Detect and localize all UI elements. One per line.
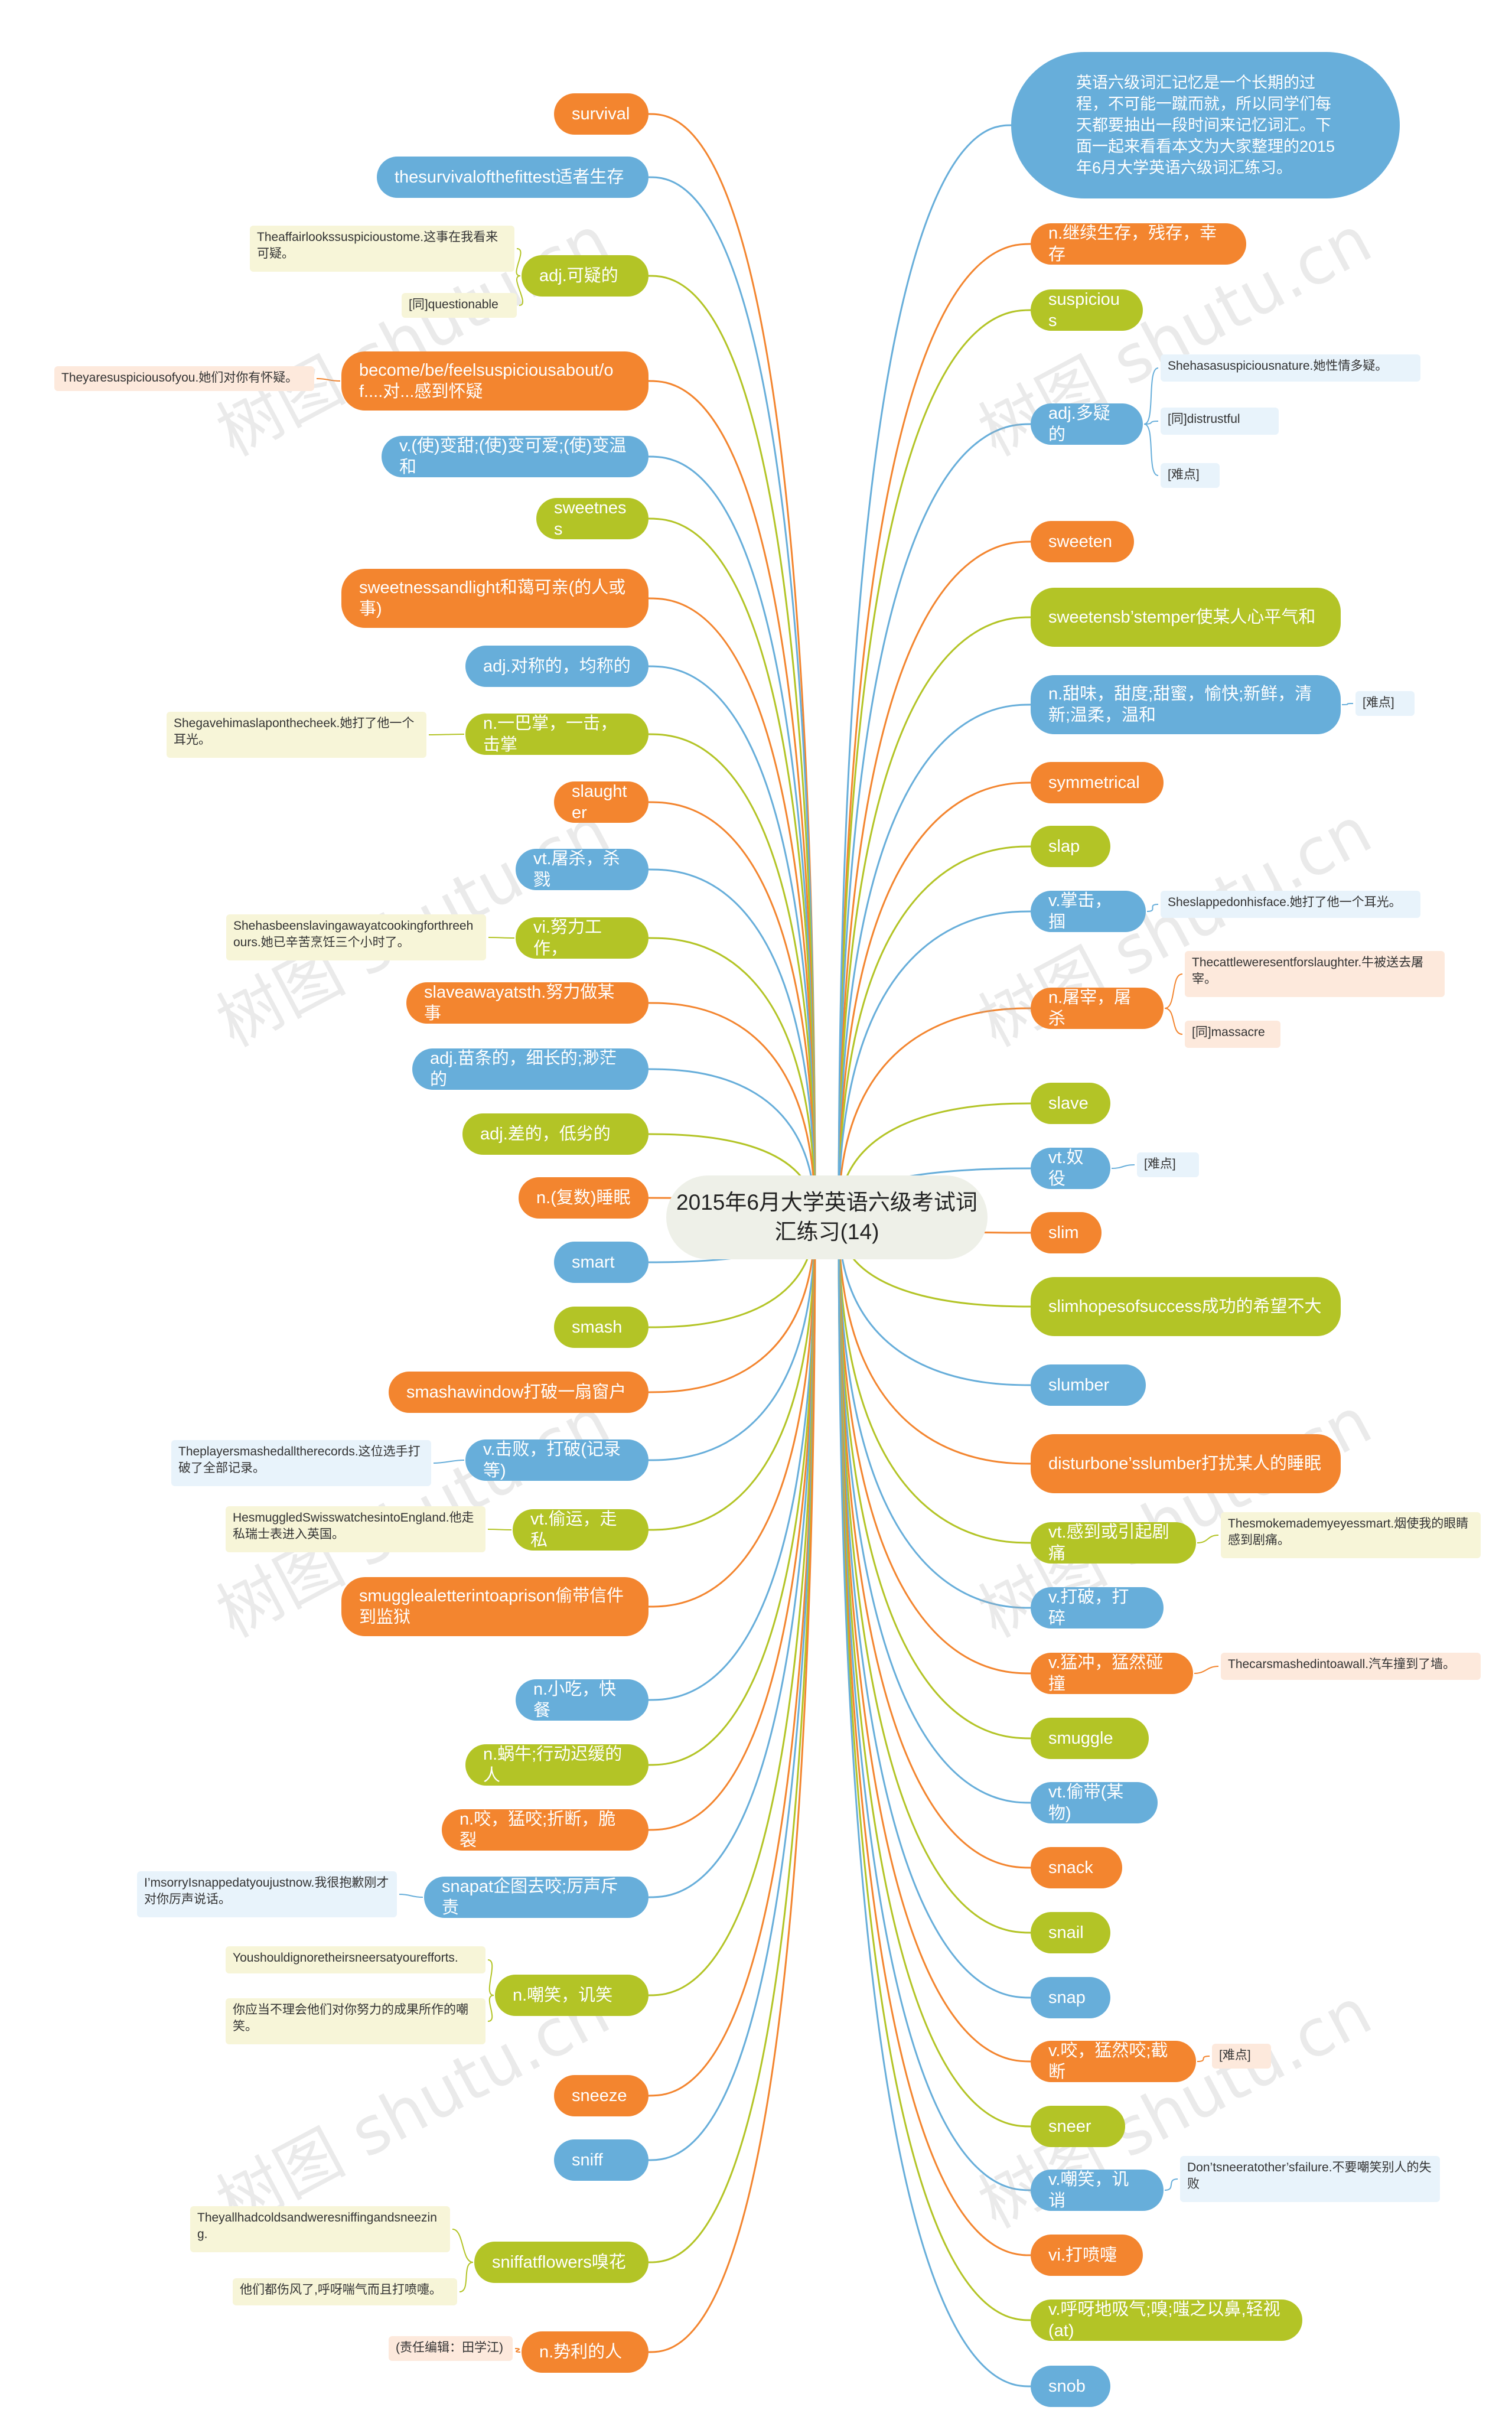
right-branch-node[interactable]: slim — [1031, 1212, 1102, 1253]
left-branch-node[interactable]: adj.苗条的，细长的;渺茫的 — [412, 1048, 649, 1090]
right-branch-node[interactable]: slave — [1031, 1083, 1110, 1124]
example-note: Shegavehimaslaponthecheek.她打了他一个耳光。 — [167, 712, 426, 758]
example-note: [难点] — [1355, 691, 1415, 716]
left-branch-node[interactable]: adj.可疑的 — [522, 255, 649, 297]
left-branch-node[interactable]: slaughter — [554, 781, 649, 823]
example-note: Don’tsneeratother’sfailure.不要嘲笑别人的失败 — [1180, 2156, 1440, 2202]
right-branch-node[interactable]: symmetrical — [1031, 762, 1164, 803]
example-note: Thesmokemademyeyessmart.烟使我的眼睛感到剧痛。 — [1221, 1512, 1481, 1558]
example-note: HesmuggledSwisswatchesintoEngland.他走私瑞士表… — [226, 1506, 485, 1552]
right-branch-node[interactable]: snob — [1031, 2366, 1110, 2407]
example-note: Thecattleweresentforslaughter.牛被送去屠宰。 — [1185, 951, 1445, 997]
right-branch-node[interactable]: slimhopesofsuccess成功的希望不大 — [1031, 1277, 1341, 1336]
right-branch-node[interactable]: v.掌击，掴 — [1031, 891, 1146, 932]
example-note: [同]distrustful — [1161, 408, 1279, 435]
left-branch-node[interactable]: slaveawayatsth.努力做某事 — [406, 982, 649, 1024]
example-note: Shehasbeenslavingawayatcookingforthreeho… — [226, 914, 486, 960]
left-branch-node[interactable]: vi.努力工作， — [516, 917, 649, 959]
right-branch-node[interactable]: snail — [1031, 1912, 1110, 1953]
left-branch-node[interactable]: smashawindow打破一扇窗户 — [389, 1372, 649, 1413]
right-branch-node[interactable]: v.猛冲，猛然碰撞 — [1031, 1653, 1193, 1694]
right-branch-node[interactable]: sweeten — [1031, 521, 1134, 562]
left-branch-node[interactable]: n.咬，猛咬;折断，脆裂 — [442, 1809, 649, 1851]
right-branch-node[interactable]: v.呼呀地吸气;嗅;嗤之以鼻,轻视(at) — [1031, 2300, 1302, 2341]
left-branch-node[interactable]: adj.差的，低劣的 — [462, 1113, 649, 1155]
right-branch-node[interactable]: vt.偷带(某物) — [1031, 1782, 1158, 1823]
left-branch-node[interactable]: adj.对称的，均称的 — [465, 646, 649, 687]
intro-node[interactable]: 英语六级词汇记忆是一个长期的过程，不可能一蹴而就，所以同学们每天都要抽出一段时间… — [1011, 52, 1400, 198]
example-note: 他们都伤风了,呼呀喘气而且打喷嚏。 — [233, 2278, 457, 2305]
left-branch-node[interactable]: smugglealetterintoaprison偷带信件到监狱 — [341, 1577, 649, 1636]
example-note: Youshouldignoretheirsneersatyourefforts. — [226, 1946, 485, 1973]
left-branch-node[interactable]: sniff — [554, 2139, 649, 2181]
right-branch-node[interactable]: smuggle — [1031, 1718, 1149, 1759]
example-note: Shehasasuspiciousnature.她性情多疑。 — [1161, 354, 1420, 382]
example-note: Theaffairlookssuspicioustome.这事在我看来可疑。 — [250, 226, 514, 272]
right-branch-node[interactable]: suspicious — [1031, 289, 1143, 331]
right-branch-node[interactable]: n.屠宰，屠杀 — [1031, 988, 1164, 1029]
example-note: [难点] — [1212, 2044, 1271, 2069]
example-note: (责任编辑：田学江) — [389, 2336, 513, 2361]
right-branch-node[interactable]: vi.打喷嚏 — [1031, 2235, 1143, 2276]
left-branch-node[interactable]: n.势利的人 — [522, 2331, 649, 2373]
left-branch-node[interactable]: n.一巴掌，一击，击掌 — [465, 714, 649, 755]
right-branch-node[interactable]: v.打破，打碎 — [1031, 1587, 1164, 1628]
example-note: [难点] — [1161, 463, 1220, 488]
left-branch-node[interactable]: smash — [554, 1307, 649, 1348]
right-branch-node[interactable]: sneer — [1031, 2106, 1125, 2147]
right-branch-node[interactable]: v.咬，猛然咬;截断 — [1031, 2041, 1196, 2082]
left-branch-node[interactable]: vt.屠杀，杀戮 — [516, 849, 649, 890]
example-note: Thecarsmashedintoawall.汽车撞到了墙。 — [1221, 1653, 1481, 1680]
right-branch-node[interactable]: slap — [1031, 826, 1110, 867]
left-branch-node[interactable]: survival — [554, 93, 649, 135]
left-branch-node[interactable]: sniffatflowers嗅花 — [474, 2242, 649, 2283]
example-note: Theyallhadcoldsandweresniffingandsneezin… — [190, 2206, 450, 2252]
right-branch-node[interactable]: snap — [1031, 1977, 1110, 2018]
left-branch-node[interactable]: sweetness — [536, 498, 649, 539]
left-branch-node[interactable]: vt.偷运，走私 — [513, 1509, 649, 1551]
left-branch-node[interactable]: snapat企图去咬;厉声斥责 — [424, 1877, 649, 1918]
example-note: I’msorryIsnappedatyoujustnow.我很抱歉刚才对你厉声说… — [137, 1871, 397, 1917]
left-branch-node[interactable]: sneeze — [554, 2075, 649, 2116]
right-branch-node[interactable]: sweetensb’stemper使某人心平气和 — [1031, 588, 1341, 647]
left-branch-node[interactable]: v.(使)变甜;(使)变可爱;(使)变温和 — [382, 436, 649, 477]
right-branch-node[interactable]: vt.奴役 — [1031, 1148, 1110, 1189]
right-branch-node[interactable]: disturbone’sslumber打扰某人的睡眠 — [1031, 1434, 1341, 1493]
left-branch-node[interactable]: become/be/feelsuspiciousabout/of....对...… — [341, 351, 649, 411]
left-branch-node[interactable]: thesurvivalofthefittest适者生存 — [377, 157, 649, 198]
right-branch-node[interactable]: slumber — [1031, 1364, 1146, 1406]
example-note: [难点] — [1137, 1152, 1199, 1177]
example-note: 你应当不理会他们对你努力的成果所作的嘲笑。 — [226, 1998, 485, 2044]
example-note: Theyaresuspiciousofyou.她们对你有怀疑。 — [54, 366, 314, 391]
example-note: [同]massacre — [1185, 1021, 1280, 1048]
left-branch-node[interactable]: v.击败，打破(记录等) — [465, 1439, 649, 1481]
right-branch-node[interactable]: vt.感到或引起剧痛 — [1031, 1522, 1196, 1564]
right-branch-node[interactable]: n.继续生存，残存，幸存 — [1031, 223, 1246, 265]
left-branch-node[interactable]: smart — [554, 1242, 649, 1283]
left-branch-node[interactable]: n.(复数)睡眠 — [519, 1177, 649, 1219]
example-note: Sheslappedonhisface.她打了他一个耳光。 — [1161, 891, 1420, 918]
right-branch-node[interactable]: v.嘲笑，讥诮 — [1031, 2170, 1164, 2211]
example-note: Theplayersmashedalltherecords.这位选手打破了全部记… — [171, 1440, 431, 1486]
left-branch-node[interactable]: n.蜗牛;行动迟缓的人 — [465, 1744, 649, 1786]
left-branch-node[interactable]: n.嘲笑，讥笑 — [495, 1975, 649, 2016]
right-branch-node[interactable]: adj.多疑的 — [1031, 403, 1143, 445]
example-note: [同]questionable — [402, 293, 517, 318]
root-topic[interactable]: 2015年6月大学英语六级考试词汇练习(14) — [666, 1175, 988, 1259]
right-branch-node[interactable]: snack — [1031, 1847, 1122, 1888]
left-branch-node[interactable]: n.小吃，快餐 — [516, 1679, 649, 1721]
right-branch-node[interactable]: n.甜味，甜度;甜蜜，愉快;新鲜，清新;温柔，温和 — [1031, 675, 1341, 734]
left-branch-node[interactable]: sweetnessandlight和蔼可亲(的人或事) — [341, 569, 649, 628]
